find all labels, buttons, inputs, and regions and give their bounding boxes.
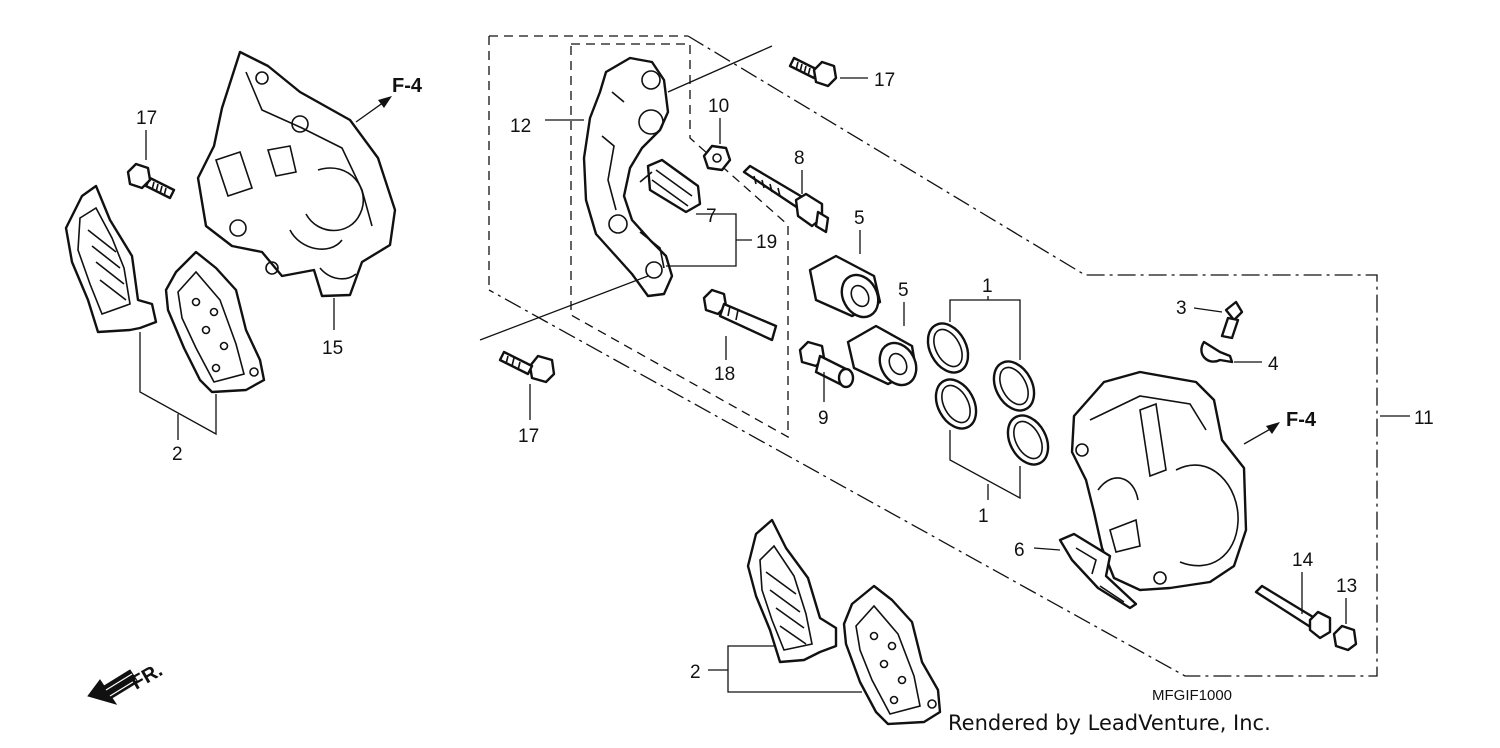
callout-2-bottom: 2 — [690, 662, 701, 683]
callout-5-upper: 5 — [854, 208, 865, 229]
pin-plug-13 — [1332, 624, 1358, 652]
callout-1-bottom: 1 — [978, 506, 989, 527]
callout-10: 10 — [708, 96, 729, 117]
pointer-arrow-left-f4 — [355, 96, 392, 123]
pin-bolt-8 — [742, 164, 830, 234]
pin-18 — [702, 288, 778, 342]
callout-12: 12 — [510, 116, 531, 137]
callout-3: 3 — [1176, 298, 1187, 319]
pad-retainer-6 — [1058, 532, 1138, 610]
callout-14: 14 — [1292, 550, 1314, 571]
callout-11: 11 — [1414, 408, 1434, 429]
callout-1-top: 1 — [982, 276, 993, 297]
ref-f4-right: F-4 — [1286, 409, 1317, 431]
leader-6 — [1033, 547, 1061, 551]
callout-6: 6 — [1014, 540, 1025, 561]
leader-7-19 — [666, 213, 752, 267]
bolt-9 — [798, 340, 855, 389]
callout-2-left: 2 — [172, 444, 183, 465]
callout-15: 15 — [322, 338, 343, 359]
bleeder-cap-4 — [1200, 340, 1234, 364]
callout-7: 7 — [706, 206, 717, 227]
front-direction-arrow — [87, 669, 139, 705]
nut-10 — [702, 144, 732, 172]
caliper-body-11 — [1070, 370, 1248, 592]
callout-5-lower: 5 — [898, 280, 909, 301]
bracket-leaders — [479, 45, 773, 341]
callout-4: 4 — [1268, 354, 1279, 375]
brake-pad-inner-left — [164, 250, 266, 394]
render-credit: Rendered by LeadVenture, Inc. — [948, 711, 1271, 735]
callout-18: 18 — [714, 364, 735, 385]
caliper-bracket-12 — [582, 56, 674, 298]
ref-f4-left: F-4 — [392, 75, 423, 97]
piston-5-lower — [846, 324, 918, 387]
brake-pad-outer-bottom — [746, 518, 838, 664]
pad-pin-14 — [1254, 584, 1332, 640]
callout-13: 13 — [1336, 576, 1357, 597]
bolt-17-lower — [498, 350, 556, 384]
callout-17-left: 17 — [136, 108, 157, 129]
caliper-bracket-left — [196, 50, 397, 298]
brake-pad-inner-bottom — [842, 584, 942, 726]
bracket-lines-1-top — [949, 296, 1021, 360]
bracket-lines-2-bottom — [708, 645, 862, 693]
pointer-arrow-right-f4 — [1243, 422, 1280, 445]
bolt-17-left — [126, 162, 176, 200]
callout-17-top: 17 — [874, 70, 895, 91]
callout-19: 19 — [756, 232, 777, 253]
direction-label-fr: FR. — [128, 659, 167, 694]
callout-9: 9 — [818, 408, 829, 429]
piston-seals-1 — [926, 322, 1050, 466]
pad-spring-7 — [639, 158, 702, 214]
bracket-lines-1-bottom — [949, 430, 1021, 500]
bolt-17-top — [788, 56, 838, 88]
bracket-lines-2-left — [139, 332, 217, 440]
brake-pad-outer-left — [64, 184, 158, 334]
callout-8: 8 — [794, 148, 805, 169]
caliper-assembly-boundary — [488, 35, 1378, 677]
bleeder-screw-3 — [1220, 300, 1244, 340]
callout-17-lower: 17 — [518, 426, 539, 447]
leader-3 — [1193, 307, 1223, 313]
piston-5-upper — [808, 254, 882, 319]
diagram-code: MFGIF1000 — [1152, 687, 1232, 704]
